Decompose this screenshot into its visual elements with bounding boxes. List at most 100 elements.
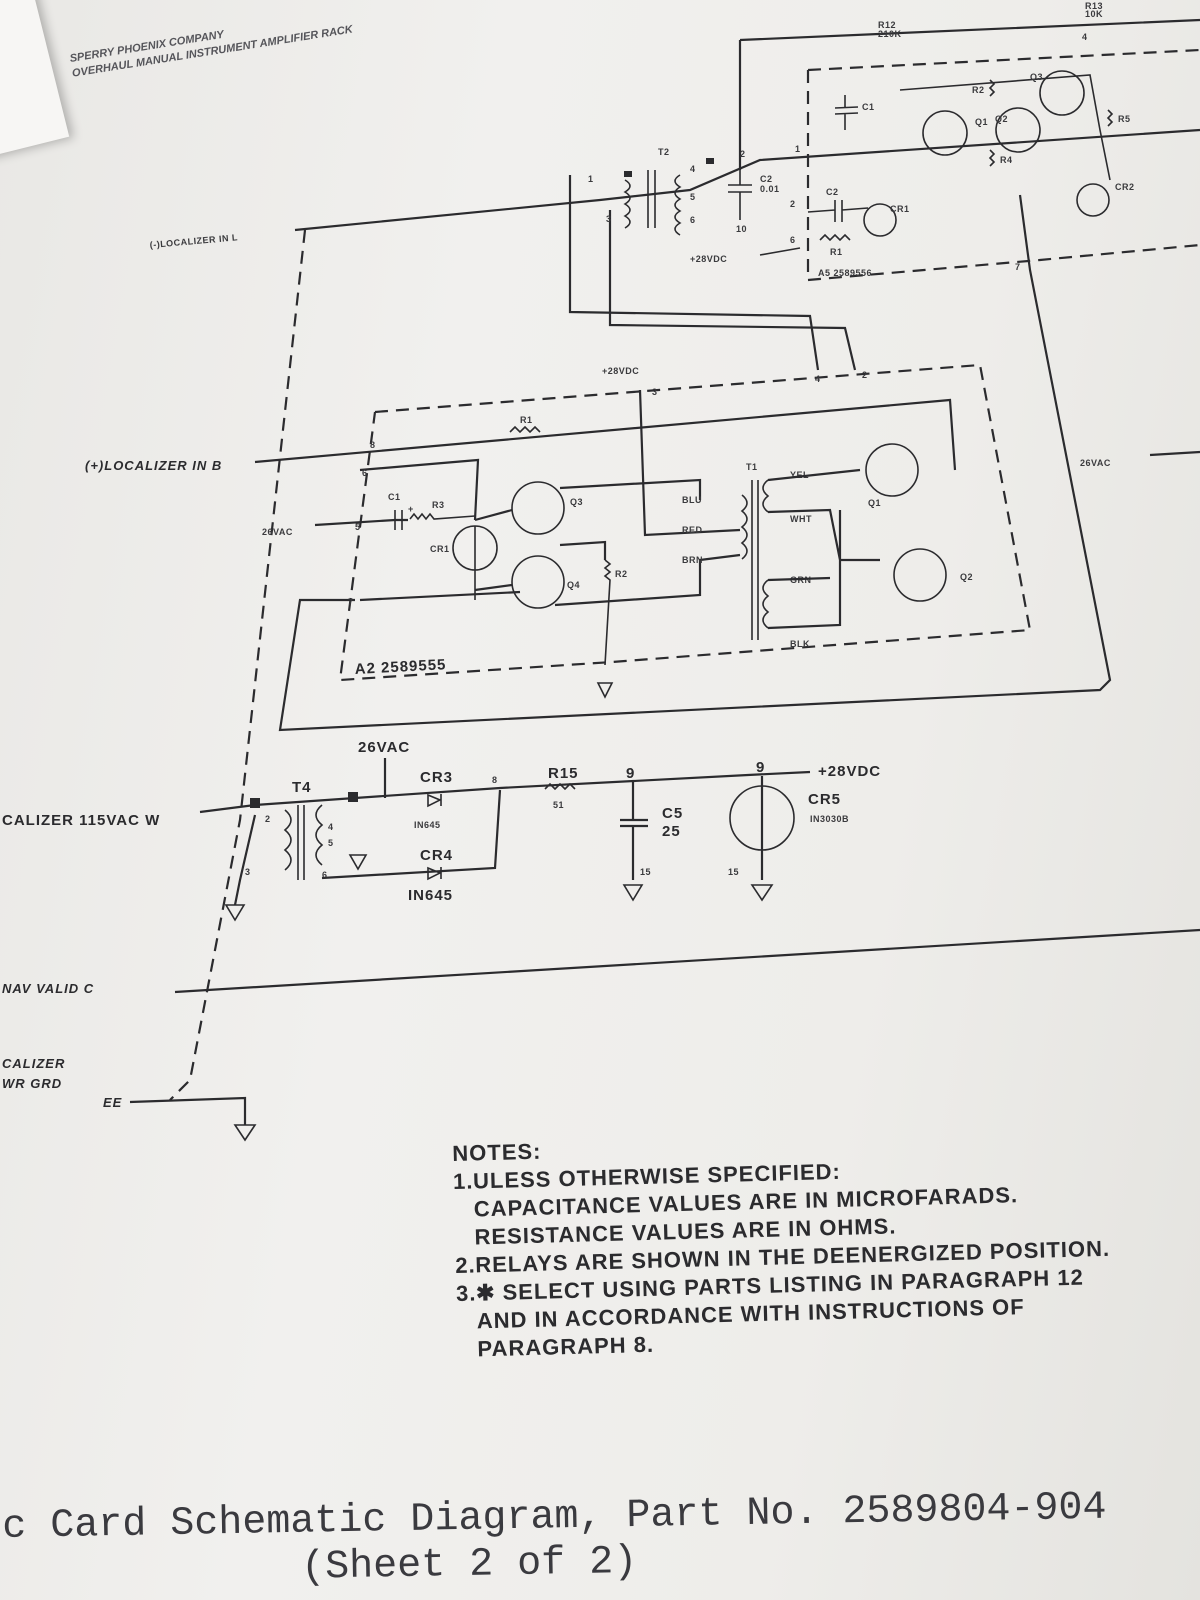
a5-q3-transistor [1039, 70, 1085, 116]
t1-blu-label: BLU [682, 495, 702, 505]
a5-c1-label: C1 [862, 102, 875, 112]
t1-wht-label: WHT [790, 514, 812, 524]
a5-pin-2-top: 2 [740, 149, 746, 159]
a5-c2b-capacitor [807, 200, 869, 222]
a5-r5-resistor [1106, 109, 1114, 127]
ps-pin-9a: 9 [626, 765, 635, 782]
transformer-t1: T1 YEL WHT GRN BLK [740, 462, 812, 649]
t4-pin-6: 6 [322, 870, 328, 880]
a5-pin-1: 1 [795, 144, 801, 154]
a2-r1-label: R1 [520, 415, 533, 425]
a2-q4-transistor [511, 555, 565, 609]
ps-26vac-label: 26VAC [358, 739, 410, 756]
module-a5: T2 1 3 4 5 6 C2 0.01 10 2 1 C2 CR1 R1 2 … [278, 1, 1200, 732]
a2-cr1-label: CR1 [430, 544, 450, 554]
t4-pin-5: 5 [328, 838, 334, 848]
connector-localizer-neg: (-)LOCALIZER IN L [149, 232, 238, 250]
a5-pin-10: 10 [736, 224, 747, 234]
a2-c1-capacitor [394, 510, 403, 530]
a2-r3-label: R3 [432, 500, 445, 510]
ps-pin-8: 8 [492, 775, 498, 785]
a2-q1-transistor [865, 443, 919, 497]
cr3-label: CR3 [420, 769, 453, 786]
a5-r2-label: R2 [972, 85, 985, 95]
t2-pin-3: 3 [606, 214, 612, 224]
localizer-neg-wire [294, 128, 1200, 232]
a5-28vdc-label: +28VDC [690, 254, 727, 264]
c5-ground-symbol [622, 884, 644, 902]
transformer-t2: T2 1 3 4 5 6 [588, 147, 714, 236]
a2-q4-label: Q4 [567, 580, 580, 590]
a2-q3-transistor [511, 481, 565, 535]
connector-pwr-grd-line2: WR GRD [2, 1076, 62, 1091]
a2-pin-2: 2 [862, 370, 868, 380]
a5-c2-label: C2 [760, 174, 773, 184]
note-3-number: 3. [455, 1280, 477, 1306]
a5-r1-label: R1 [830, 247, 843, 257]
a5-q2-label: Q2 [995, 114, 1008, 124]
cr4-type: IN645 [408, 887, 453, 904]
notes-block: NOTES: 1.ULESS OTHERWISE SPECIFIED: CAPA… [452, 1121, 1198, 1364]
t4-pin-4: 4 [328, 822, 334, 832]
a2-r2-label: R2 [615, 569, 628, 579]
a2-pin-8: 8 [370, 440, 376, 450]
a5-q1-transistor [922, 110, 968, 156]
a2-r3-resistor [409, 512, 476, 521]
t2-pin-6: 6 [690, 215, 696, 225]
a5-q2-transistor [995, 107, 1041, 153]
a5-pin-7: 7 [1015, 262, 1021, 272]
connector-nav-valid: NAV VALID C [2, 981, 94, 996]
connector-localizer-115vac: CALIZER 115VAC W [2, 812, 160, 829]
t4-ground-symbol [224, 904, 246, 922]
a2-28vdc-label: +28VDC [602, 366, 639, 376]
t1-brn-label: BRN [682, 555, 703, 565]
r15-label: R15 [548, 765, 579, 782]
a2-q2-transistor [893, 548, 947, 602]
a5-cr1-label: CR1 [890, 204, 910, 214]
a5-cr1-diode [863, 203, 897, 237]
a5-q3-label: Q3 [1030, 72, 1043, 82]
cr3-type: IN645 [414, 820, 441, 830]
a2-module-label: A2 2589555 [354, 656, 447, 678]
a5-r4-label: R4 [1000, 155, 1013, 165]
a5-pin-4: 4 [1082, 32, 1088, 42]
harness-dashed-line [169, 229, 307, 1101]
a2-pin-5: 5 [355, 522, 361, 532]
r12-label: R12 [878, 20, 896, 30]
t4-pin-3: 3 [245, 867, 251, 877]
a2-pin-3: 3 [652, 387, 658, 397]
a5-r5-label: R5 [1118, 114, 1131, 124]
page-header: SPERRY PHOENIX COMPANY OVERHAUL MANUAL I… [69, 23, 355, 79]
a2-c1-plus: + [408, 504, 414, 514]
cr4-label: CR4 [420, 847, 453, 864]
t1-blk-label: BLK [790, 639, 810, 649]
connector-ee: EE [103, 1095, 122, 1110]
a2-pin-7: 7 [348, 597, 354, 607]
a5-module-label: A5 2589556 [818, 268, 872, 278]
connector-pwr-grd-line1: CALIZER [2, 1056, 65, 1071]
r13-label: R13 [1085, 1, 1103, 11]
a2-pin-6: 6 [362, 468, 368, 478]
c5-label: C5 [662, 805, 683, 822]
cr5-label: CR5 [808, 791, 841, 808]
cr4-diode [427, 866, 442, 881]
note-1-number: 1. [452, 1168, 474, 1194]
a5-c2-capacitor [728, 160, 752, 220]
ps-28vdc-label: +28VDC [818, 763, 881, 780]
a5-pin-2: 2 [790, 199, 796, 209]
connector-localizer-pos: (+)LOCALIZER IN B [85, 458, 222, 473]
a5-c1-capacitor [834, 95, 859, 130]
cr5-ground-symbol [750, 884, 774, 902]
a5-r2-resistor [988, 79, 996, 97]
r13-value: 10K [1085, 9, 1103, 19]
t4-label: T4 [292, 779, 312, 796]
cr3-diode [427, 793, 442, 808]
a5-r1-resistor [819, 233, 851, 242]
right-26vac-label: 26VAC [1080, 458, 1111, 468]
ee-ground-symbol [233, 1124, 257, 1142]
t2-pin-1: 1 [588, 174, 594, 184]
t4-pin-2: 2 [265, 814, 271, 824]
r12-value: 210K [878, 29, 902, 39]
